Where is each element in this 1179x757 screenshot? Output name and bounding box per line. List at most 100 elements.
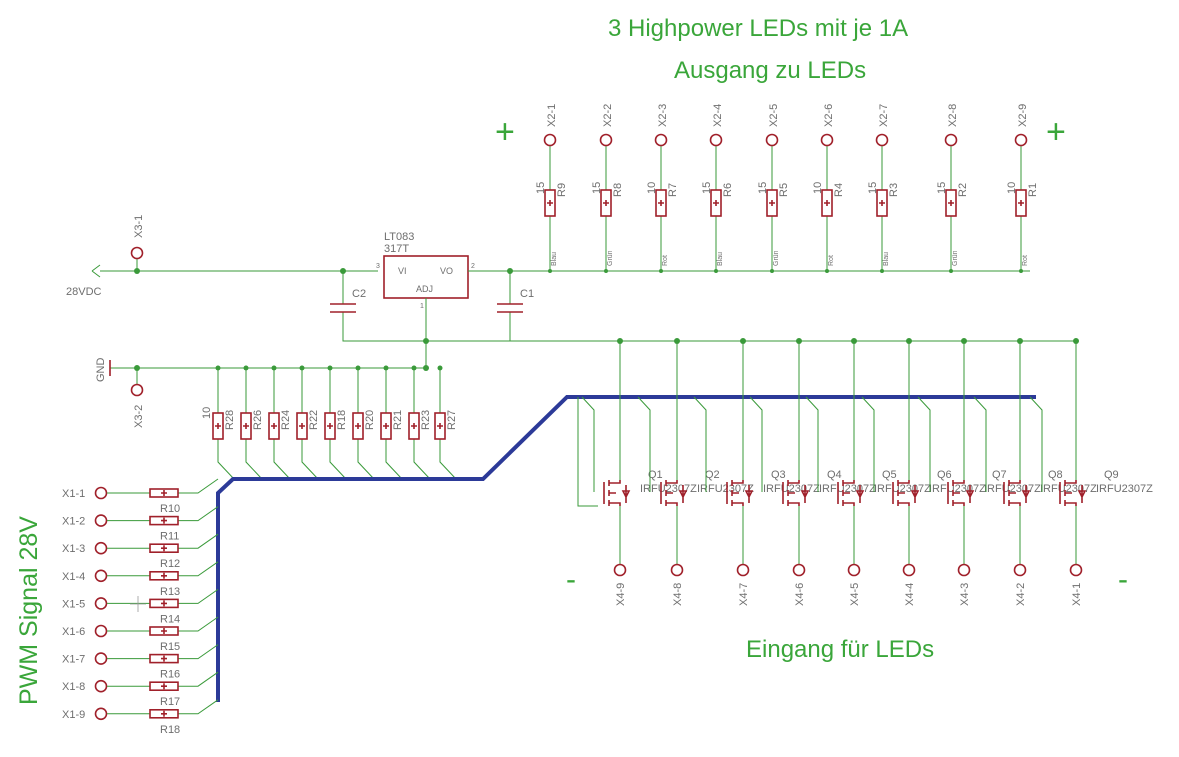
pulldown-resistor-label: R23 bbox=[420, 410, 432, 430]
pwm-resistor bbox=[149, 626, 179, 636]
pwm-resistor-label: R18 bbox=[160, 724, 180, 736]
x2-connector-label: X2-8 bbox=[947, 104, 959, 127]
x4-connector-pad[interactable] bbox=[902, 563, 916, 577]
capacitor-c2: C2 bbox=[330, 271, 1078, 342]
x4-connector-pad[interactable] bbox=[1069, 563, 1083, 577]
pwm-resistor bbox=[149, 515, 179, 526]
mosfet-symbol bbox=[947, 480, 965, 506]
x4-connector-pad[interactable] bbox=[1013, 563, 1027, 577]
x2-connector-pad[interactable] bbox=[1014, 133, 1028, 147]
mosfet-label: Q1 bbox=[648, 469, 663, 481]
mosfet-label: Q7 bbox=[992, 469, 1007, 481]
x1-connector-pad[interactable] bbox=[94, 514, 108, 527]
x1-connector-label: X1-6 bbox=[62, 626, 85, 638]
x2-connector-pad[interactable] bbox=[820, 133, 834, 147]
x4-connector-label: X4-4 bbox=[904, 583, 916, 606]
x2-connector-pad[interactable] bbox=[654, 133, 668, 147]
led-resistor bbox=[544, 189, 556, 217]
x2-connector-pad[interactable] bbox=[944, 133, 958, 147]
x1-connector-label: X1-5 bbox=[62, 598, 85, 610]
pulldown-first-value: 10 bbox=[201, 407, 213, 419]
pulldown-resistor-label: R28 bbox=[224, 410, 236, 430]
led-color-label: Blau bbox=[551, 252, 558, 266]
led-resistor-label: R9 bbox=[556, 183, 568, 197]
plus-left: + bbox=[495, 113, 515, 151]
x4-connector-pad[interactable] bbox=[847, 563, 861, 577]
x2-connector-pad[interactable] bbox=[709, 133, 723, 147]
pwm-resistor-label: R14 bbox=[160, 613, 180, 625]
led-resistor-label: R6 bbox=[722, 183, 734, 197]
led-resistor bbox=[945, 189, 957, 217]
x3-1-pad[interactable] bbox=[130, 246, 144, 260]
x3-2-label: X3-2 bbox=[133, 405, 145, 428]
x4-connector-label: X4-5 bbox=[849, 583, 861, 606]
led-resistor-value: 15 bbox=[936, 182, 948, 194]
mosfet-label: Q2 bbox=[705, 469, 720, 481]
pwm-resistor-label: R16 bbox=[160, 669, 180, 681]
led-resistor-label: R3 bbox=[888, 183, 900, 197]
led-resistor bbox=[766, 189, 778, 217]
pulldown-resistor bbox=[324, 412, 336, 440]
x4-connector-label: X4-1 bbox=[1071, 583, 1083, 606]
minus-left: - bbox=[566, 563, 576, 596]
x1-connector-pad[interactable] bbox=[94, 597, 108, 610]
pulldown-resistor bbox=[212, 412, 224, 440]
x2-connector-pad[interactable] bbox=[765, 133, 779, 147]
mosfet-symbol bbox=[837, 480, 855, 506]
x4-connector-pad[interactable] bbox=[792, 563, 806, 577]
led-resistor-label: R8 bbox=[612, 183, 624, 197]
x1-connector-pad[interactable] bbox=[94, 624, 108, 638]
x4-connector-label: X4-9 bbox=[615, 583, 627, 606]
mosfet-symbol bbox=[726, 480, 744, 506]
led-resistor-label: R5 bbox=[778, 183, 790, 197]
pulldown-resistor bbox=[352, 412, 364, 440]
x1-connector-pad[interactable] bbox=[94, 679, 108, 693]
x1-connector-label: X1-9 bbox=[62, 709, 85, 721]
mosfet-symbol bbox=[660, 480, 678, 506]
x1-connector-pad[interactable] bbox=[94, 652, 108, 665]
x2-connector-pad[interactable] bbox=[875, 133, 889, 147]
x1-connector-pad[interactable] bbox=[94, 569, 108, 583]
regulator-pin2: 2 bbox=[471, 263, 475, 270]
minus-right: - bbox=[1118, 563, 1128, 596]
x4-connector-pad[interactable] bbox=[957, 563, 971, 577]
supply-section: 28VDC X3-1 GND X3-2 bbox=[66, 215, 428, 428]
led-resistor bbox=[710, 189, 722, 217]
x2-connector-label: X2-7 bbox=[878, 104, 890, 127]
x2-connector-label: X2-6 bbox=[823, 104, 835, 127]
x4-connector-label: X4-8 bbox=[672, 583, 684, 606]
led-resistor-value: 15 bbox=[535, 182, 547, 194]
mosfet-label: Q9 bbox=[1104, 469, 1119, 481]
x1-connector-label: X1-3 bbox=[62, 543, 85, 555]
x1-connector-pad[interactable] bbox=[94, 707, 108, 721]
regulator-pin-vi: VI bbox=[398, 266, 407, 276]
plus-right: + bbox=[1046, 113, 1066, 151]
mosfet-array: X4-9Q1IRFU2307ZX4-8Q2IRFU2307ZX4-7Q3IRFU… bbox=[577, 338, 1153, 606]
pulldown-resistor-label: R27 bbox=[446, 410, 458, 430]
pulldown-resistor-label: R24 bbox=[280, 410, 292, 430]
pwm-inputs: X1-1R10X1-2R11X1-3R12X1-4R13X1-5R14X1-6R… bbox=[62, 478, 219, 736]
pulldown-resistor-label: R26 bbox=[252, 410, 264, 430]
led-resistor-value: 15 bbox=[591, 182, 603, 194]
regulator-value: 317T bbox=[384, 243, 409, 255]
x3-2-pad[interactable] bbox=[130, 383, 144, 397]
x1-connector-pad[interactable] bbox=[94, 486, 108, 500]
pulldown-resistor-label: R21 bbox=[392, 410, 404, 430]
x2-connector-pad[interactable] bbox=[543, 133, 557, 147]
x4-connector-pad[interactable] bbox=[613, 563, 627, 577]
mosfet-part-number: IRFU2307Z bbox=[1040, 483, 1097, 495]
regulator-name: LT083 bbox=[384, 231, 414, 243]
x2-connector-label: X2-2 bbox=[602, 104, 614, 127]
x1-connector-label: X1-4 bbox=[62, 571, 85, 583]
x1-connector-pad[interactable] bbox=[94, 541, 108, 555]
pulldown-resistor bbox=[296, 412, 308, 440]
pulldown-resistor-label: R22 bbox=[308, 410, 320, 430]
x2-connector-label: X2-4 bbox=[712, 104, 724, 127]
x2-connector-pad[interactable] bbox=[599, 133, 613, 147]
x4-connector-pad[interactable] bbox=[736, 563, 750, 577]
x4-connector-pad[interactable] bbox=[670, 563, 684, 577]
led-color-label: Grün bbox=[773, 250, 780, 266]
